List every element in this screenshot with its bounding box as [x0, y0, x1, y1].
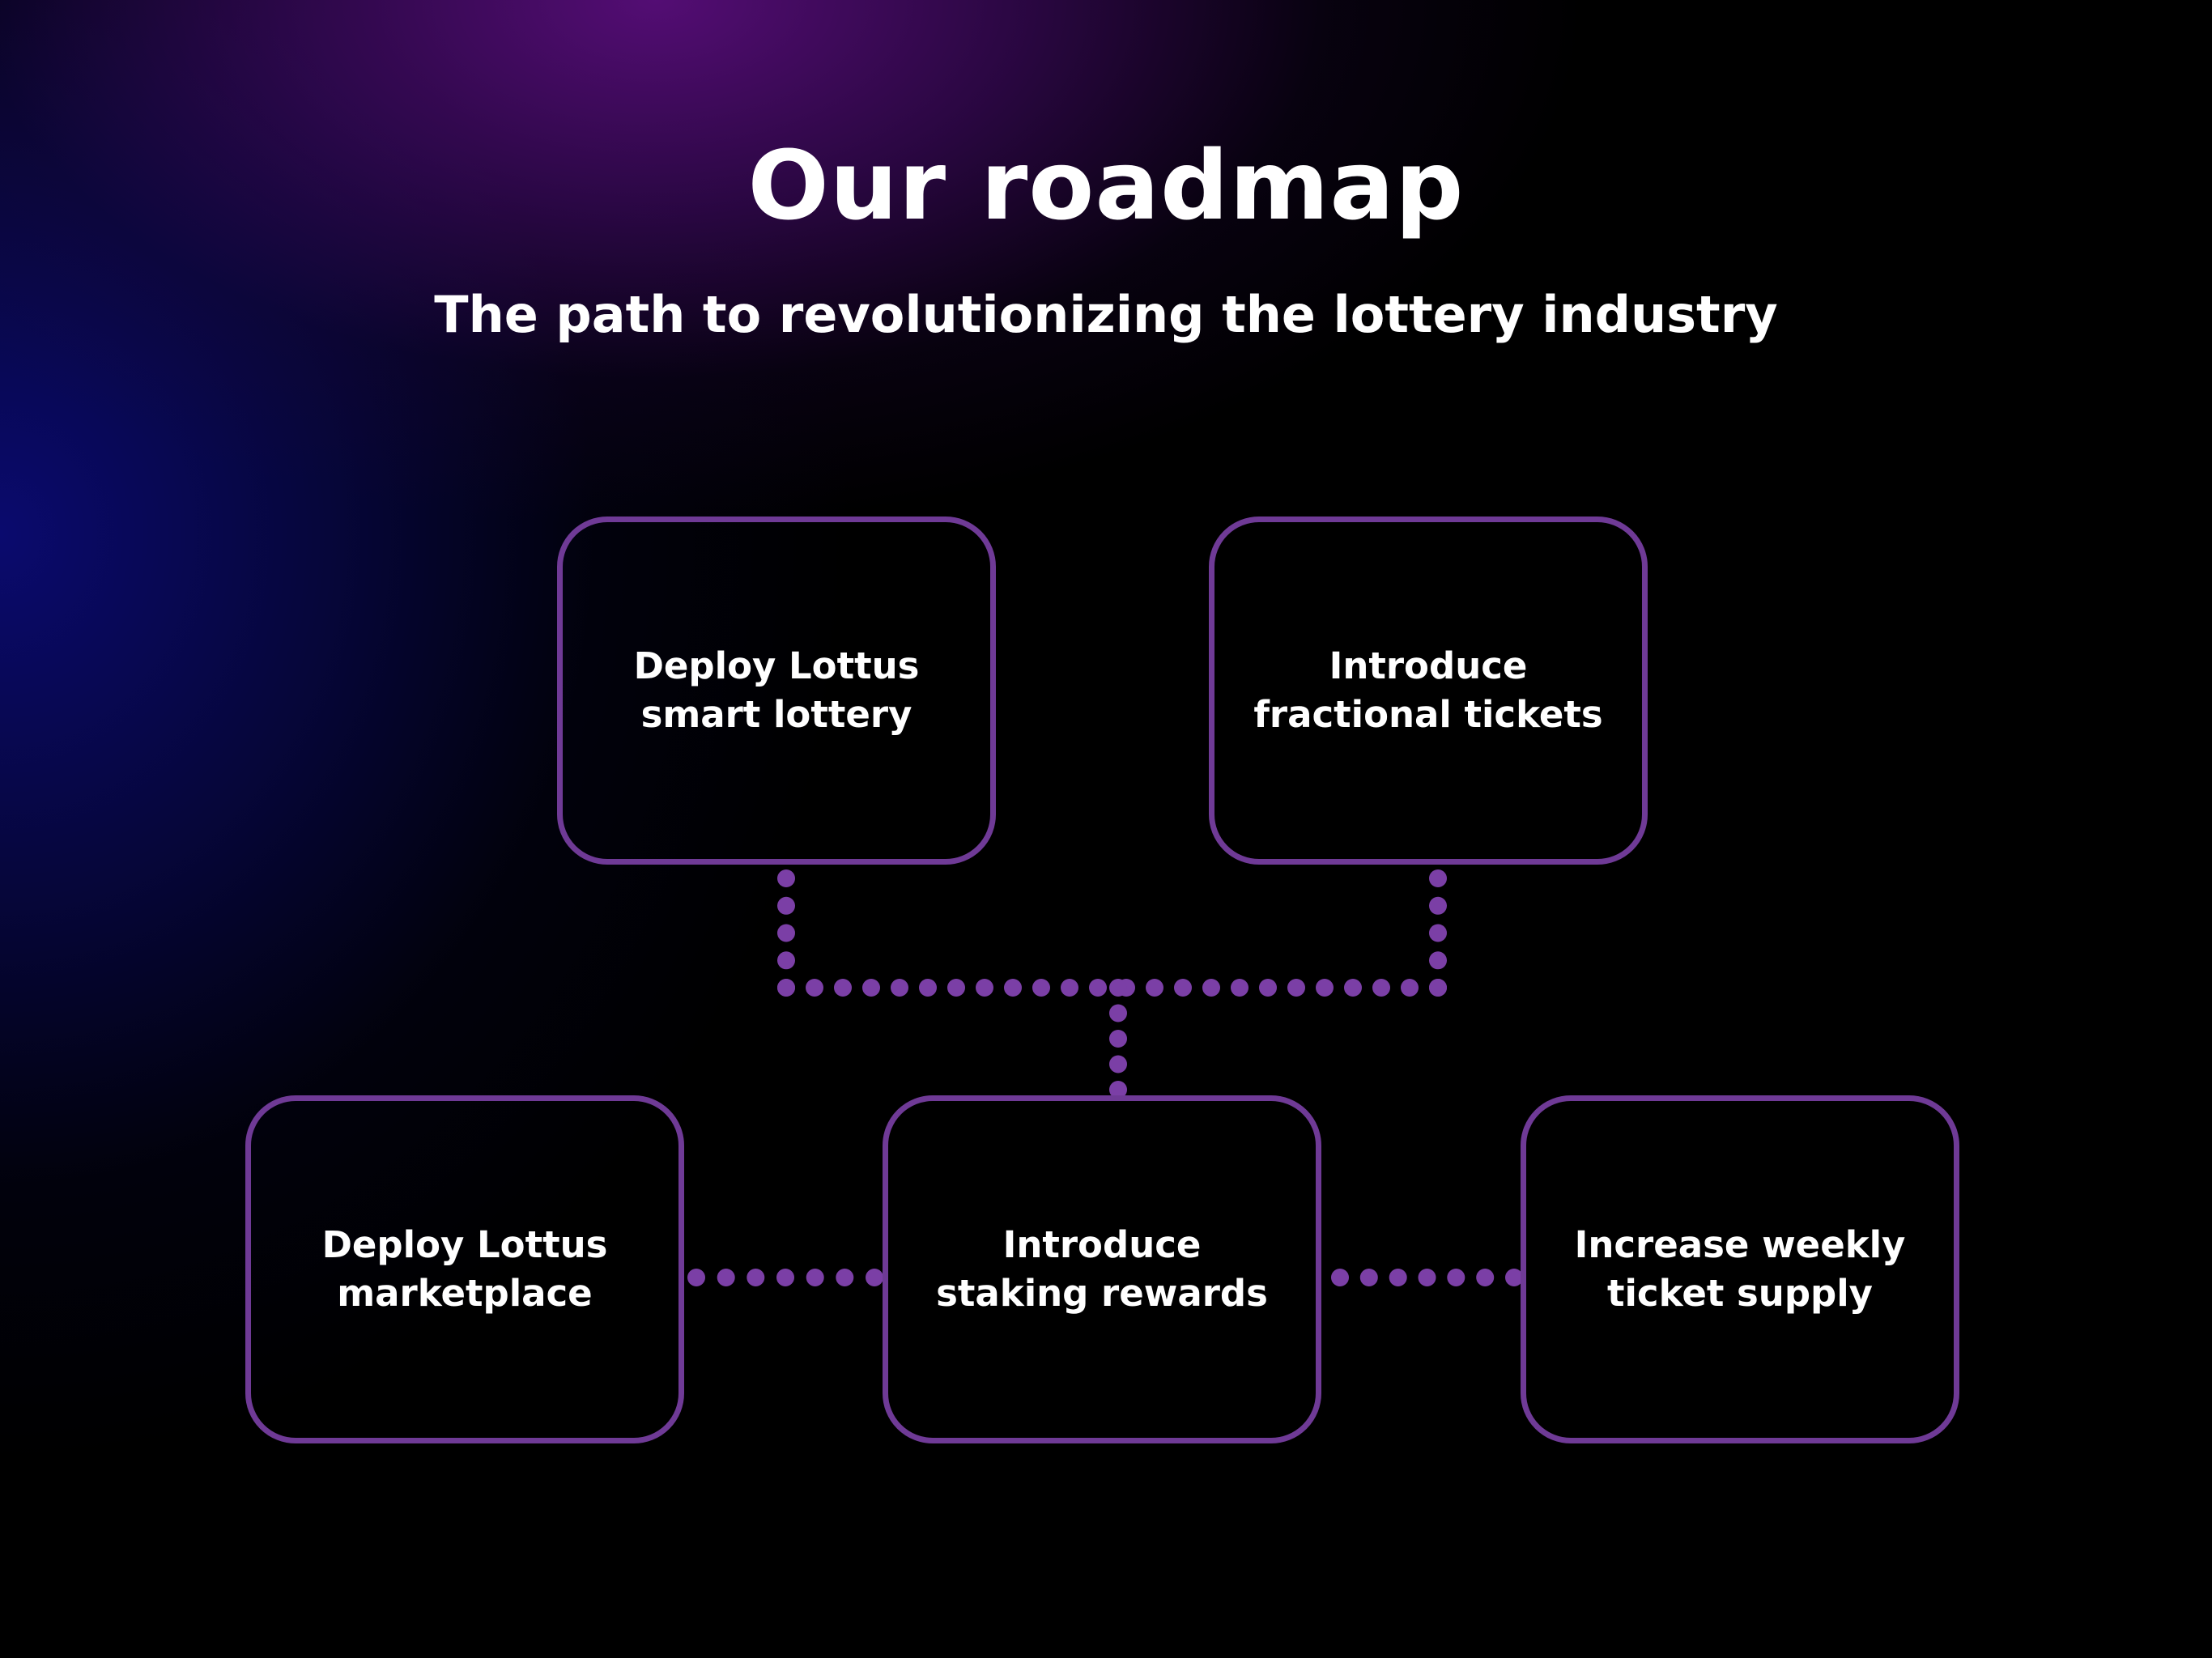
connector-dot: [866, 1269, 883, 1286]
connector-dot: [1401, 979, 1419, 997]
connector-dot: [1418, 1269, 1436, 1286]
node-staking-rewards: Introduce staking rewards: [883, 1095, 1321, 1443]
connector-dot: [1109, 1081, 1127, 1099]
connector-dot: [1429, 924, 1447, 942]
connector-dot: [1109, 1004, 1127, 1022]
connector-deploy-smart-lottery-drop: [777, 869, 795, 997]
connector-dot: [1004, 979, 1022, 997]
node-label-deploy-smart-lottery: Deploy Lottus smart lottery: [633, 644, 920, 736]
node-deploy-smart-lottery: Deploy Lottus smart lottery: [557, 517, 996, 865]
connector-dot: [891, 979, 908, 997]
connector-dot: [1429, 951, 1447, 970]
connector-dot: [717, 1269, 735, 1286]
connector-dot: [1447, 1269, 1465, 1286]
connector-dot: [1146, 979, 1163, 997]
connector-dot: [976, 979, 993, 997]
node-marketplace: Deploy Lottus marketplace: [245, 1095, 684, 1443]
connector-dot: [777, 951, 795, 970]
connector-staking-rewards-to-weekly-supply: [1331, 1269, 1523, 1286]
connector-dot: [1429, 896, 1447, 915]
connector-dot: [1109, 979, 1127, 997]
node-fractional-tickets: Introduce fractional tickets: [1209, 517, 1648, 865]
connector-dot: [1429, 869, 1447, 887]
connector-dot: [1109, 1055, 1127, 1073]
connector-dot: [776, 1269, 794, 1286]
connector-bus-to-staking-rewards: [1109, 979, 1127, 1099]
connector-dot: [806, 979, 823, 997]
connector-dot: [1202, 979, 1220, 997]
connector-dot: [1429, 979, 1447, 997]
connector-dot: [1089, 979, 1107, 997]
connector-dot: [747, 1269, 765, 1286]
connector-dot: [777, 979, 795, 997]
connector-dot: [777, 869, 795, 887]
connector-dot: [1331, 1269, 1349, 1286]
node-label-weekly-supply: Increase weekly ticket supply: [1574, 1223, 1906, 1315]
connector-dot: [1259, 979, 1277, 997]
connector-dot: [1505, 1269, 1523, 1286]
connector-fractional-tickets-drop: [1429, 869, 1447, 997]
connector-dot: [1372, 979, 1390, 997]
connector-top-bus: [777, 979, 1447, 997]
page-title: Our roadmap: [747, 130, 1465, 241]
connector-dot: [777, 924, 795, 942]
connector-marketplace-to-staking-rewards: [687, 1269, 883, 1286]
node-label-staking-rewards: Introduce staking rewards: [936, 1223, 1268, 1315]
connector-dot: [862, 979, 880, 997]
connector-dot: [1109, 1030, 1127, 1048]
connector-dot: [1316, 979, 1334, 997]
connector-dot: [834, 979, 852, 997]
connector-dot: [836, 1269, 854, 1286]
connector-dot: [1389, 1269, 1407, 1286]
node-label-fractional-tickets: Introduce fractional tickets: [1253, 644, 1603, 736]
connector-dot: [687, 1269, 705, 1286]
connector-dot: [919, 979, 937, 997]
connector-dot: [947, 979, 965, 997]
connector-dot: [806, 1269, 824, 1286]
connector-dot: [1344, 979, 1362, 997]
connector-dot: [1359, 1269, 1378, 1286]
page-subtitle: The path to revolutionizing the lottery …: [434, 285, 1778, 344]
connector-dot: [777, 896, 795, 915]
connector-dot: [1061, 979, 1078, 997]
connector-dot: [1476, 1269, 1495, 1286]
connector-dot: [1174, 979, 1192, 997]
connector-dot: [1032, 979, 1050, 997]
node-label-marketplace: Deploy Lottus marketplace: [321, 1223, 608, 1315]
connector-dot: [1287, 979, 1305, 997]
connector-dot: [1231, 979, 1249, 997]
node-weekly-supply: Increase weekly ticket supply: [1521, 1095, 1959, 1443]
